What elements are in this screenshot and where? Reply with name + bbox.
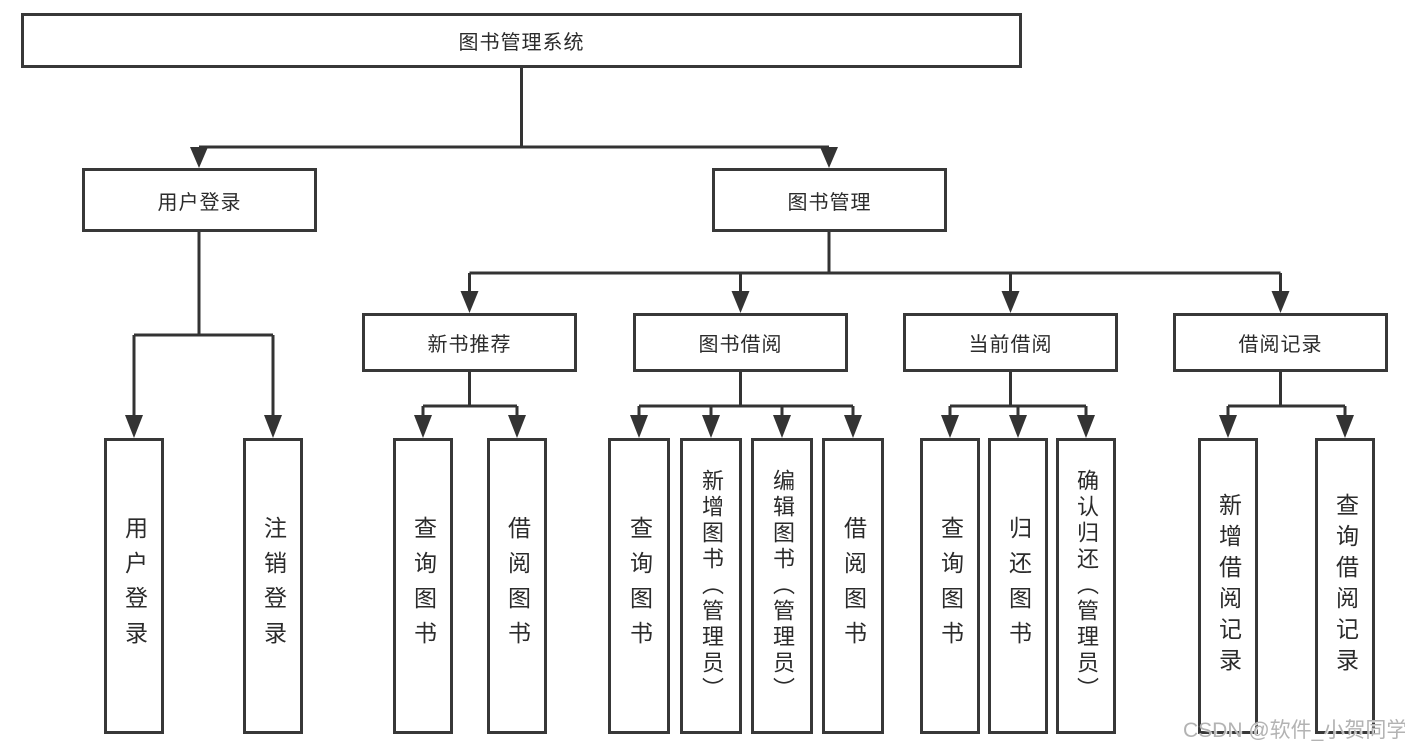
node-book-borrow: 图书借阅 bbox=[633, 313, 848, 372]
leaf-edit-books-admin: 编辑图书（管理员） bbox=[751, 438, 813, 734]
leaf-confirm-return-admin: 确认归还（管理员） bbox=[1056, 438, 1116, 734]
node-borrow-records: 借阅记录 bbox=[1173, 313, 1388, 372]
leaf-recommend-query-books: 查询图书 bbox=[393, 438, 453, 734]
leaf-user-login: 用户登录 bbox=[104, 438, 164, 734]
leaf-current-query-books: 查询图书 bbox=[920, 438, 980, 734]
leaf-borrow-query-books: 查询图书 bbox=[608, 438, 670, 734]
node-user-login: 用户登录 bbox=[82, 168, 317, 232]
node-new-book-recommend: 新书推荐 bbox=[362, 313, 577, 372]
leaf-return-books: 归还图书 bbox=[988, 438, 1048, 734]
node-book-management: 图书管理 bbox=[712, 168, 947, 232]
leaf-add-books-admin: 新增图书（管理员） bbox=[680, 438, 742, 734]
leaf-borrow-books: 借阅图书 bbox=[822, 438, 884, 734]
node-current-borrow: 当前借阅 bbox=[903, 313, 1118, 372]
leaf-query-borrow-record: 查询借阅记录 bbox=[1315, 438, 1375, 734]
arrowheads bbox=[125, 147, 1354, 438]
node-library-system: 图书管理系统 bbox=[21, 13, 1022, 68]
leaf-add-borrow-record: 新增借阅记录 bbox=[1198, 438, 1258, 734]
leaf-logout: 注销登录 bbox=[243, 438, 303, 734]
csdn-watermark: CSDN @软件_小贺同学 bbox=[1183, 719, 1405, 742]
leaf-recommend-borrow-books: 借阅图书 bbox=[487, 438, 547, 734]
